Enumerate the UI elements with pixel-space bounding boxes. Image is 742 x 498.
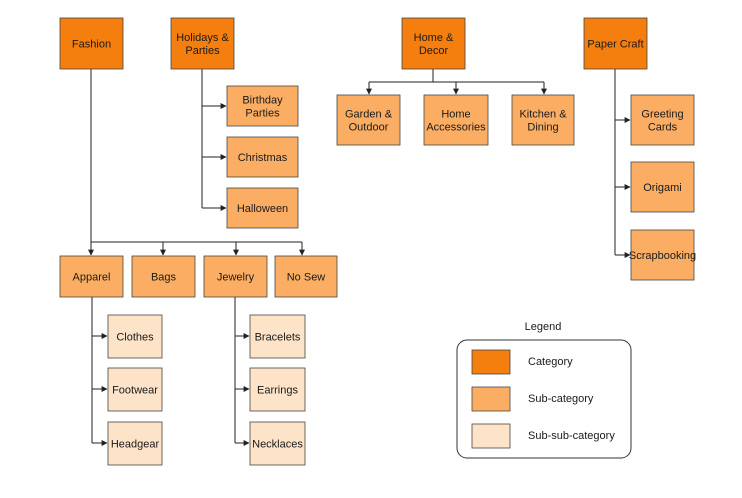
node-garden: Garden &Outdoor: [336, 94, 401, 146]
node-necklaces: Necklaces: [249, 421, 306, 466]
node-fashion: Fashion: [59, 17, 124, 70]
node-birthday-label: Birthday: [242, 95, 283, 107]
node-greeting-box: [630, 94, 695, 146]
node-holidays-box: [170, 17, 235, 70]
node-holidays-label: Parties: [185, 45, 220, 57]
connectors: [88, 69, 631, 446]
node-home-acc-label: Home: [441, 109, 470, 121]
node-headgear-box: [107, 421, 163, 466]
node-jewelry-label: Jewelry: [217, 272, 255, 284]
node-christmas-label: Christmas: [238, 152, 288, 164]
node-bags-label: Bags: [151, 272, 177, 284]
node-holidays-label: Holidays &: [176, 32, 229, 44]
node-christmas: Christmas: [226, 136, 299, 178]
node-no-sew: No Sew: [274, 255, 338, 298]
node-kitchen-label: Dining: [527, 122, 558, 134]
node-home-decor-label: Home &: [414, 32, 454, 44]
node-home-acc-label: Accessories: [426, 122, 486, 134]
node-headgear-label: Headgear: [111, 439, 160, 451]
node-home-decor-label: Decor: [419, 45, 449, 57]
legend-title: Legend: [525, 321, 562, 333]
node-fashion-box: [59, 17, 124, 70]
node-footwear-box: [107, 367, 163, 412]
node-birthday-box: [226, 85, 299, 127]
node-christmas-box: [226, 136, 299, 178]
node-clothes: Clothes: [107, 314, 163, 359]
node-jewelry: Jewelry: [203, 255, 268, 298]
node-home-decor-box: [401, 17, 466, 70]
legend-swatch-category: [471, 349, 511, 375]
node-paper-craft-box: [583, 17, 648, 70]
node-necklaces-label: Necklaces: [252, 439, 303, 451]
node-scrapbooking: Scrapbooking: [629, 229, 696, 281]
node-garden-box: [336, 94, 401, 146]
node-bags: Bags: [131, 255, 196, 298]
node-bracelets-box: [249, 314, 306, 359]
node-scrapbooking-box: [630, 229, 695, 281]
node-apparel: Apparel: [59, 255, 124, 298]
node-halloween: Halloween: [226, 187, 299, 229]
node-fashion-label: Fashion: [72, 39, 111, 51]
node-garden-label: Outdoor: [349, 122, 389, 134]
node-holidays: Holidays &Parties: [170, 17, 235, 70]
legend: Legend Category Sub-category Sub-sub-cat…: [456, 321, 632, 459]
node-kitchen-label: Kitchen &: [519, 109, 567, 121]
node-earrings-label: Earrings: [257, 385, 298, 397]
legend-label-sub-category: Sub-category: [528, 393, 594, 405]
node-kitchen-box: [511, 94, 575, 146]
node-bracelets-label: Bracelets: [255, 332, 301, 344]
node-origami: Origami: [630, 161, 695, 213]
node-home-acc-box: [423, 94, 489, 146]
node-birthday-label: Parties: [245, 108, 280, 120]
node-kitchen: Kitchen &Dining: [511, 94, 575, 146]
node-greeting-label: Greeting: [641, 109, 683, 121]
legend-swatch-sub-sub-category: [471, 423, 511, 449]
node-necklaces-box: [249, 421, 306, 466]
node-origami-label: Origami: [643, 182, 682, 194]
node-halloween-label: Halloween: [237, 203, 288, 215]
node-halloween-box: [226, 187, 299, 229]
node-bracelets: Bracelets: [249, 314, 306, 359]
legend-swatch-sub-category: [471, 386, 511, 412]
node-footwear: Footwear: [107, 367, 163, 412]
legend-label-category: Category: [528, 356, 573, 368]
node-greeting-label: Cards: [648, 122, 678, 134]
legend-label-sub-sub-category: Sub-sub-category: [528, 430, 615, 442]
node-clothes-label: Clothes: [116, 332, 154, 344]
node-clothes-box: [107, 314, 163, 359]
node-earrings-box: [249, 367, 306, 412]
node-earrings: Earrings: [249, 367, 306, 412]
node-paper-craft-label: Paper Craft: [587, 39, 643, 51]
node-paper-craft: Paper Craft: [583, 17, 648, 70]
node-footwear-label: Footwear: [112, 385, 158, 397]
node-home-decor: Home &Decor: [401, 17, 466, 70]
node-apparel-label: Apparel: [73, 272, 111, 284]
node-bags-box: [131, 255, 196, 298]
node-garden-label: Garden &: [345, 109, 393, 121]
node-scrapbooking-label: Scrapbooking: [629, 250, 696, 262]
node-headgear: Headgear: [107, 421, 163, 466]
node-no-sew-label: No Sew: [287, 272, 326, 284]
node-no-sew-box: [274, 255, 338, 298]
node-origami-box: [630, 161, 695, 213]
node-apparel-box: [59, 255, 124, 298]
node-jewelry-box: [203, 255, 268, 298]
